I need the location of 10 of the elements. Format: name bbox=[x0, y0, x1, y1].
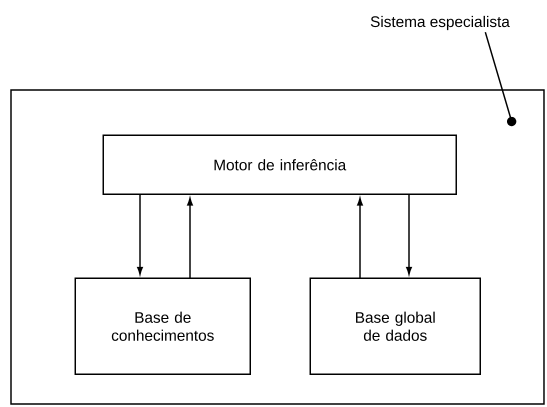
arrow bbox=[357, 198, 363, 278]
process-box: Motor de inferência bbox=[102, 134, 457, 195]
arrow bbox=[137, 194, 143, 275]
system-box bbox=[10, 89, 545, 405]
process-box: Base de conhecimentos bbox=[74, 278, 251, 375]
arrow bbox=[406, 194, 412, 275]
arrow bbox=[187, 198, 193, 278]
process-box: Base global de dados bbox=[310, 278, 481, 375]
leader-line bbox=[484, 32, 516, 126]
title-label: Sistema especialista bbox=[370, 16, 510, 30]
